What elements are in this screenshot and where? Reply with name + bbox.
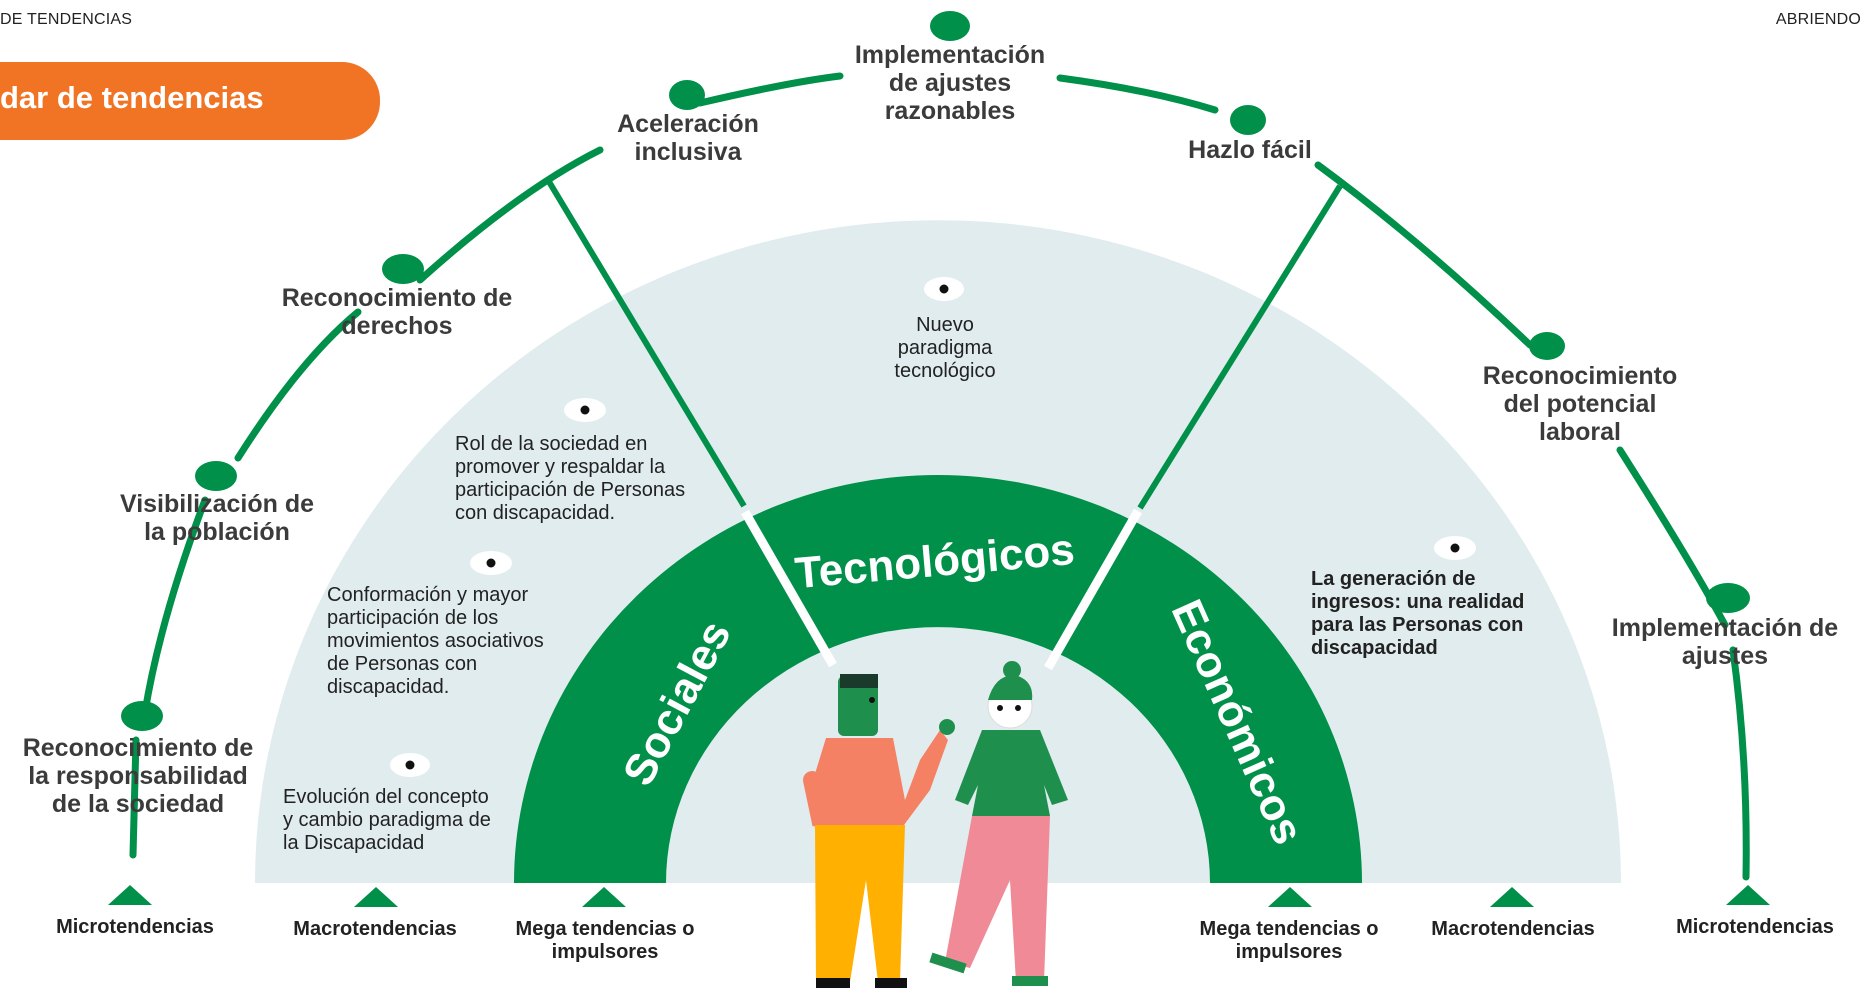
level-label-mega-right: Mega tendencias o impulsores <box>1199 918 1379 963</box>
mega-band <box>514 475 1362 883</box>
micro-label-ajustes-razonables: Implementación de ajustes razonables <box>854 41 1046 125</box>
level-label-macro-left: Macrotendencias <box>293 918 457 940</box>
triangle-marker-icon <box>108 885 1770 907</box>
header-right: ABRIENDO <box>1775 11 1861 28</box>
micro-label-aceleracion: Aceleración inclusiva <box>617 110 759 166</box>
macro-trend-evolucion-concepto: Evolución del concepto y cambio paradigm… <box>283 786 491 854</box>
person-man-illustration <box>803 674 955 988</box>
micro-label-visibilizacion: Visibilización de la población <box>119 490 315 546</box>
macro-trend-generacion-ingresos: La generación de ingresos: una realidad … <box>1311 568 1525 659</box>
divider-right <box>1137 184 1343 510</box>
macro-trend-rol-sociedad: Rol de la sociedad en promover y respald… <box>455 433 686 524</box>
level-label-micro-left: Microtendencias <box>56 916 214 938</box>
level-label-micro-right: Microtendencias <box>1676 916 1834 938</box>
macro-trend-movimientos-asociativos: Conformación y mayor participación de lo… <box>327 584 544 698</box>
micro-label-derechos: Reconocimiento de derechos <box>281 284 513 340</box>
person-woman-illustration <box>929 661 1068 986</box>
macro-trend-nuevo-paradigma: Nuevo paradigma tecnológico <box>894 314 996 382</box>
level-label-macro-right: Macrotendencias <box>1431 918 1595 940</box>
micro-label-implementacion-ajustes: Implementación de ajustes <box>1611 614 1839 670</box>
micro-label-responsabilidad: Reconocimiento de la responsabilidad de … <box>22 734 254 818</box>
eye-icon <box>390 277 1476 777</box>
divider-left <box>545 178 747 508</box>
outer-arc <box>129 72 1750 881</box>
banner-title: dar de tendencias <box>0 80 264 115</box>
micro-label-potencial-laboral: Reconocimiento del potencial laboral <box>1482 362 1678 446</box>
level-label-mega-left: Mega tendencias o impulsores <box>515 918 695 963</box>
title-banner <box>0 62 380 140</box>
micro-label-hazlo-facil: Hazlo fácil <box>1188 136 1312 164</box>
arc-nodes <box>121 11 1750 731</box>
header-left: DE TENDENCIAS <box>0 11 133 28</box>
